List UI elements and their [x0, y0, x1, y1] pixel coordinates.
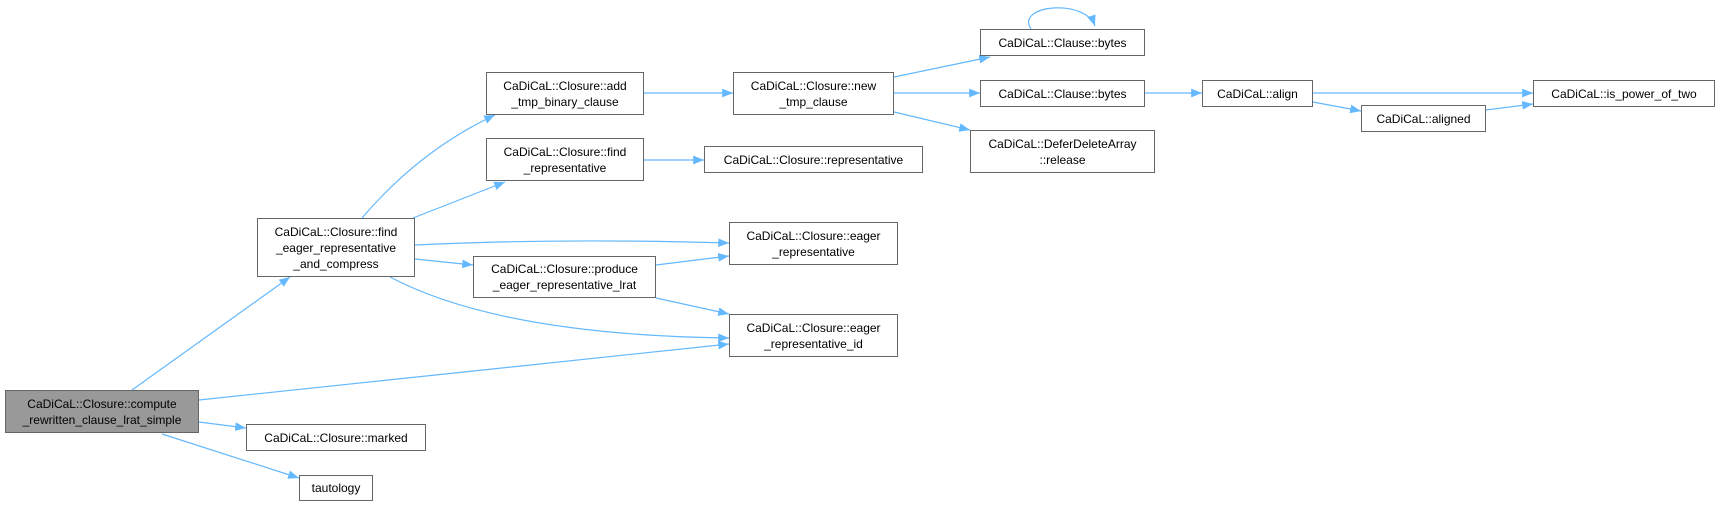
node-label: CaDiCaL::aligned [1376, 111, 1470, 127]
edge-find_eager-to-eager_rep_id [389, 276, 730, 343]
node-release[interactable]: CaDiCaL::DeferDeleteArray::release [970, 130, 1155, 173]
edge-produce-to-eager_rep [655, 253, 730, 266]
node-label: CaDiCaL::Closure::produce_eager_represen… [491, 261, 638, 293]
node-label-line: _tmp_clause [779, 94, 848, 109]
node-label-line: CaDiCaL::Closure::marked [264, 430, 408, 445]
edge-compute-to-marked [198, 421, 247, 431]
node-label-line: _tmp_binary_clause [511, 94, 619, 109]
edge-find_eager-to-add_tmp [361, 114, 496, 219]
node-label: CaDiCaL::DeferDeleteArray::release [988, 136, 1136, 168]
node-add-tmp[interactable]: CaDiCaL::Closure::add_tmp_binary_clause [486, 72, 644, 115]
node-label: CaDiCaL::Closure::add_tmp_binary_clause [503, 78, 626, 110]
node-label-line: _eager_representative [275, 240, 397, 255]
node-label-line: tautology [311, 481, 361, 495]
node-label-line: CaDiCaL::DeferDeleteArray [988, 136, 1137, 151]
node-label: CaDiCaL::Closure::find_representative [504, 144, 627, 176]
node-label-line: CaDiCaL::align [1217, 86, 1298, 101]
node-label-line: _representative_id [764, 336, 863, 351]
node-label-line: CaDiCaL::Closure::find [274, 224, 398, 239]
node-label-line: CaDiCaL::Closure::produce [491, 262, 638, 276]
node-label: CaDiCaL::Closure::eager_representative_i… [746, 320, 880, 352]
node-label: CaDiCaL::Clause::bytes [998, 35, 1126, 51]
node-find-eager[interactable]: CaDiCaL::Closure::find_eager_representat… [257, 218, 415, 277]
node-label-line: _eager_representative_lrat [492, 278, 637, 292]
node-bytes-2[interactable]: CaDiCaL::Clause::bytes [980, 80, 1145, 107]
node-bytes-1[interactable]: CaDiCaL::Clause::bytes [980, 29, 1145, 56]
node-eager-rep[interactable]: CaDiCaL::Closure::eager_representative [729, 222, 898, 265]
edge-new_tmp-to-bytes1 [893, 54, 991, 78]
node-label-line: CaDiCaL::Closure::eager [746, 320, 881, 335]
node-label: CaDiCaL::Closure::new_tmp_clause [751, 78, 876, 110]
edge-align-to-aligned [1312, 101, 1362, 114]
edge-bytes1-to-bytes1 [1028, 7, 1096, 30]
edge-new_tmp-to-release [893, 111, 971, 132]
node-label: CaDiCaL::Clause::bytes [998, 86, 1126, 102]
node-produce[interactable]: CaDiCaL::Closure::produce_eager_represen… [473, 256, 656, 298]
node-label-line: CaDiCaL::Closure::add [503, 78, 627, 93]
node-label: CaDiCaL::Closure::marked [264, 430, 407, 446]
node-label-line: CaDiCaL::Closure::representative [723, 152, 904, 167]
edge-produce-to-eager_rep_id [655, 297, 730, 316]
edge-find_eager-to-find_rep [412, 181, 506, 219]
node-new-tmp[interactable]: CaDiCaL::Closure::new_tmp_clause [733, 72, 894, 115]
node-label: CaDiCaL::Closure::eager_representative [746, 228, 880, 260]
edge-compute-to-tautology [161, 433, 300, 479]
node-label-line: CaDiCaL::aligned [1376, 111, 1471, 126]
node-label: CaDiCaL::is_power_of_two [1551, 86, 1696, 102]
node-label-line: CaDiCaL::Closure::find [503, 144, 627, 159]
node-label-line: CaDiCaL::Clause::bytes [998, 35, 1127, 50]
node-marked[interactable]: CaDiCaL::Closure::marked [246, 424, 426, 451]
node-is-power-of-two[interactable]: CaDiCaL::is_power_of_two [1533, 80, 1715, 107]
node-label: CaDiCaL::Closure::find_eager_representat… [275, 224, 398, 272]
node-label-line: _representative [772, 244, 855, 259]
node-label: tautology [312, 480, 361, 496]
node-label-line: _and_compress [293, 256, 379, 271]
node-tautology[interactable]: tautology [299, 475, 373, 501]
node-label-line: _rewritten_clause_lrat_simple [22, 412, 182, 427]
edge-find_eager-to-eager_rep [414, 238, 730, 247]
node-aligned[interactable]: CaDiCaL::aligned [1361, 105, 1486, 132]
node-find-rep[interactable]: CaDiCaL::Closure::find_representative [486, 138, 644, 181]
node-label: CaDiCaL::Closure::compute_rewritten_clau… [23, 396, 182, 428]
node-label-line: _representative [523, 160, 607, 175]
node-representative[interactable]: CaDiCaL::Closure::representative [704, 146, 923, 173]
edge-compute-to-find_eager [131, 276, 291, 391]
node-label-line: ::release [1039, 152, 1086, 167]
edge-aligned-to-is_power [1485, 101, 1534, 111]
node-label-line: CaDiCaL::Clause::bytes [998, 86, 1127, 101]
edge-compute-to-eager_rep_id [198, 340, 730, 401]
node-label: CaDiCaL::Closure::representative [724, 152, 903, 168]
node-label-line: CaDiCaL::Closure::new [750, 78, 877, 93]
node-label-line: CaDiCaL::Closure::compute [27, 396, 177, 411]
node-eager-rep-id[interactable]: CaDiCaL::Closure::eager_representative_i… [729, 314, 898, 357]
node-align[interactable]: CaDiCaL::align [1202, 80, 1313, 107]
node-label-line: CaDiCaL::is_power_of_two [1551, 86, 1697, 101]
node-compute[interactable]: CaDiCaL::Closure::compute_rewritten_clau… [5, 390, 199, 433]
node-label: CaDiCaL::align [1217, 86, 1298, 102]
node-label-line: CaDiCaL::Closure::eager [746, 228, 881, 243]
edge-find_eager-to-produce [414, 258, 474, 269]
